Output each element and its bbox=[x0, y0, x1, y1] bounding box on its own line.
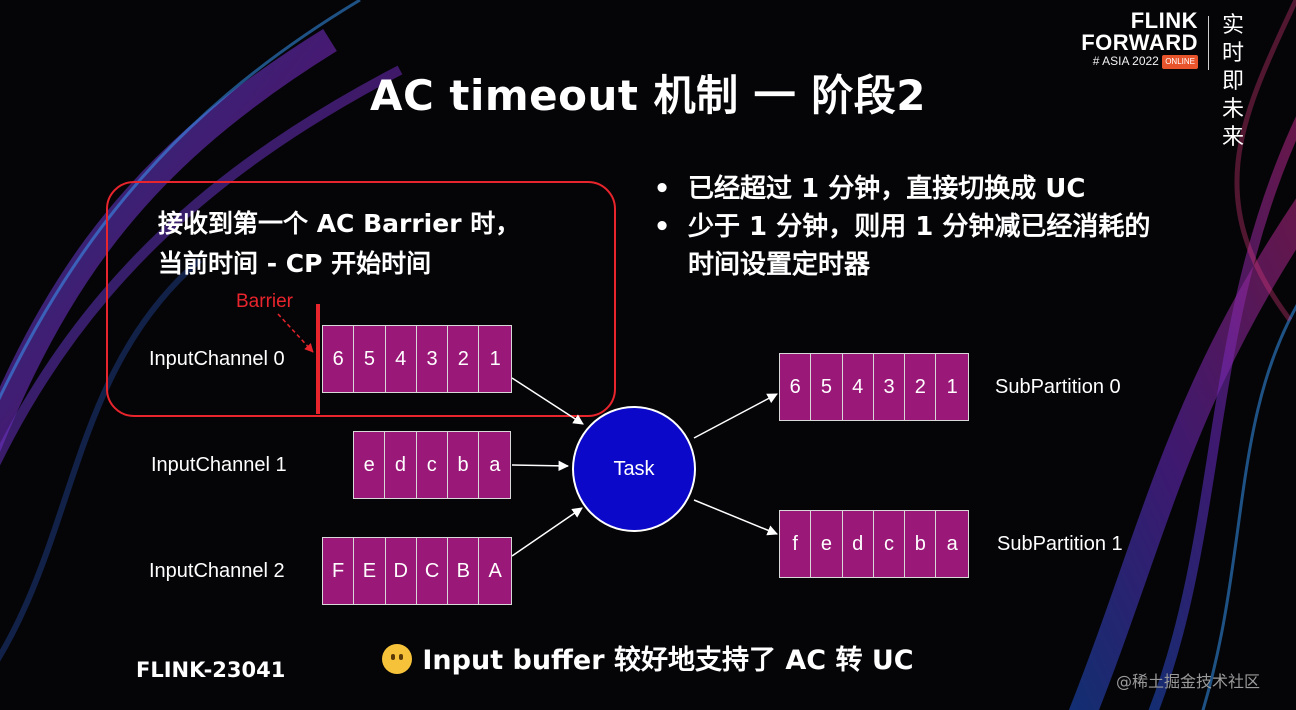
buffer-cell: 4 bbox=[385, 326, 417, 392]
barrier-marker bbox=[316, 304, 320, 414]
subpartition-1-label: SubPartition 1 bbox=[997, 533, 1123, 555]
buffer-cell: d bbox=[842, 511, 874, 577]
callout-text: 接收到第一个 AC Barrier 时， 当前时间 - CP 开始时间 bbox=[158, 204, 598, 284]
subpartition-0-label: SubPartition 0 bbox=[995, 376, 1121, 398]
task-node: Task bbox=[572, 406, 696, 532]
online-badge: ONLINE bbox=[1162, 55, 1198, 69]
slide-title: AC timeout 机制 一 阶段2 bbox=[369, 71, 927, 120]
buffer-cell: a bbox=[936, 511, 968, 577]
buffer-cell: b bbox=[447, 432, 480, 498]
subpartition-1-queue: f e d c b a bbox=[779, 510, 969, 578]
arrow-ic1-to-task bbox=[511, 460, 570, 472]
buffer-cell: 5 bbox=[354, 326, 386, 392]
arrow-task-to-sp1 bbox=[693, 499, 778, 536]
highlight-box bbox=[106, 181, 616, 417]
input-channel-1-label: InputChannel 1 bbox=[151, 454, 287, 476]
buffer-cell: c bbox=[873, 511, 906, 577]
bullet-line: 时间设置定时器 bbox=[688, 250, 871, 280]
brand-line3: # ASIA 2022 ONLINE bbox=[1058, 54, 1198, 69]
barrier-pointer-arrow bbox=[277, 313, 314, 353]
brand-event: # ASIA 2022 bbox=[1092, 54, 1159, 68]
input-channel-2-queue: F E D C B A bbox=[322, 537, 512, 605]
buffer-cell: 3 bbox=[416, 326, 449, 392]
buffer-cell: d bbox=[385, 432, 417, 498]
buffer-cell: c bbox=[416, 432, 448, 498]
bullet-line: 已经超过 1 分钟，直接切换成 UC bbox=[688, 174, 1086, 204]
bullet-marker: • bbox=[653, 174, 671, 204]
buffer-cell: e bbox=[354, 432, 386, 498]
footer-note: Input buffer 较好地支持了 AC 转 UC bbox=[0, 638, 1296, 677]
barrier-label: Barrier bbox=[236, 291, 294, 312]
brand-line1: FLINK bbox=[1130, 8, 1198, 33]
input-channel-0-queue: 6 5 4 3 2 1 bbox=[322, 325, 512, 393]
input-channel-1-queue: e d c b a bbox=[353, 431, 512, 499]
buffer-cell: e bbox=[811, 511, 843, 577]
arrow-task-to-sp0 bbox=[693, 393, 778, 439]
callout-line1: 接收到第一个 AC Barrier 时， bbox=[158, 209, 521, 238]
brand-slogan-line1: 实时即 bbox=[1222, 13, 1245, 94]
flink-forward-logo: FLINK FORWARD # ASIA 2022 ONLINE bbox=[1058, 10, 1198, 69]
buffer-cell: B bbox=[448, 538, 480, 604]
buffer-cell: b bbox=[905, 511, 937, 577]
bullet-marker: • bbox=[653, 212, 671, 242]
buffer-cell: 1 bbox=[479, 326, 511, 392]
watermark: @稀土掘金技术社区 bbox=[1116, 672, 1261, 691]
buffer-cell: 1 bbox=[936, 354, 968, 420]
buffer-cell: 4 bbox=[842, 354, 874, 420]
buffer-cell: C bbox=[416, 538, 449, 604]
buffer-cell: 2 bbox=[448, 326, 480, 392]
issue-id: FLINK-23041 bbox=[136, 658, 286, 682]
bullet-line: 少于 1 分钟，则用 1 分钟减已经消耗的 bbox=[688, 212, 1151, 242]
brand-slogan-line2: 未来 bbox=[1222, 97, 1245, 150]
brand-divider bbox=[1208, 16, 1209, 70]
bullet-item: • 少于 1 分钟，则用 1 分钟减已经消耗的 时间设置定时器 bbox=[652, 208, 1272, 284]
brand-line2: FORWARD bbox=[1081, 30, 1198, 55]
bullet-item: • 已经超过 1 分钟，直接切换成 UC bbox=[652, 170, 1272, 208]
buffer-cell: 6 bbox=[780, 354, 812, 420]
subpartition-0-queue: 6 5 4 3 2 1 bbox=[779, 353, 969, 421]
footer-note-text: Input buffer 较好地支持了 AC 转 UC bbox=[422, 645, 914, 676]
callout-line2: 当前时间 - CP 开始时间 bbox=[158, 249, 432, 278]
buffer-cell: D bbox=[385, 538, 417, 604]
buffer-cell: 2 bbox=[905, 354, 937, 420]
arrow-ic0-to-task bbox=[511, 377, 584, 425]
buffer-cell: a bbox=[479, 432, 511, 498]
input-channel-2-label: InputChannel 2 bbox=[149, 560, 285, 582]
bullet-list: • 已经超过 1 分钟，直接切换成 UC • 少于 1 分钟，则用 1 分钟减已… bbox=[652, 170, 1272, 284]
buffer-cell: 3 bbox=[873, 354, 906, 420]
brand-slogan: 实时即 未来 bbox=[1222, 12, 1262, 152]
buffer-cell: f bbox=[780, 511, 812, 577]
arrow-ic2-to-task bbox=[511, 507, 583, 557]
buffer-cell: 6 bbox=[323, 326, 355, 392]
input-channel-0-label: InputChannel 0 bbox=[149, 348, 285, 370]
slightly-smiling-face-icon bbox=[382, 644, 413, 674]
buffer-cell: A bbox=[479, 538, 511, 604]
buffer-cell: 5 bbox=[811, 354, 843, 420]
buffer-cell: F bbox=[323, 538, 355, 604]
buffer-cell: E bbox=[354, 538, 386, 604]
